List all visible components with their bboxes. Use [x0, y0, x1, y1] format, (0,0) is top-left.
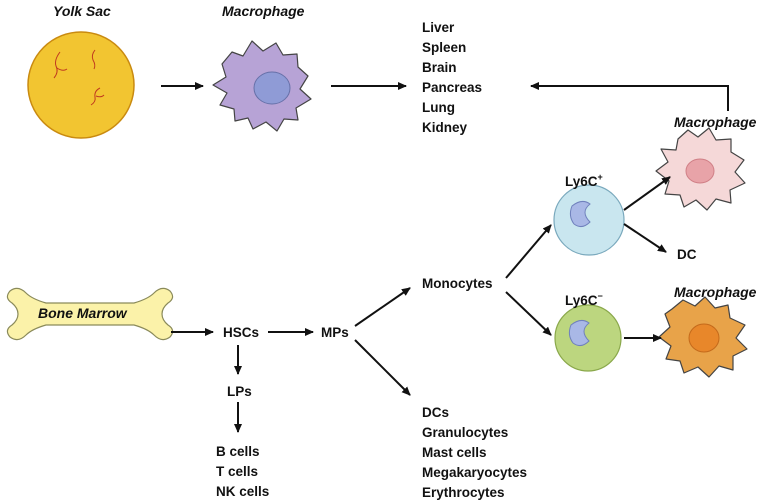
- yolk-sac-label: Yolk Sac: [53, 3, 111, 19]
- organ-item: Kidney: [422, 120, 468, 135]
- arrow-ly6c-pos-to-dc: [623, 223, 667, 253]
- ly6c-negative-monocyte-icon: [554, 304, 622, 372]
- ly6c-positive-sup: +: [597, 172, 603, 182]
- monocytes-label: Monocytes: [422, 276, 493, 291]
- ly6c-negative-base: Ly6C: [565, 293, 598, 308]
- mp-product-item: Erythrocytes: [422, 485, 505, 500]
- arrow-monocytes-to-ly6c-pos: [505, 224, 552, 279]
- ly6c-positive-monocyte-icon: [553, 184, 625, 256]
- lymphocyte-item: B cells: [216, 444, 260, 459]
- arrow-monocytes-to-ly6c-neg: [505, 291, 552, 336]
- macrophage-right-bottom-label: Macrophage: [674, 284, 757, 300]
- ly6c-negative-label: Ly6C−: [565, 292, 603, 308]
- macrophage-purple-icon: [212, 40, 312, 132]
- lps-label: LPs: [227, 384, 252, 399]
- arrow-mps-to-products: [354, 339, 411, 396]
- organ-list: Liver Spleen Brain Pancreas Lung Kidney: [422, 18, 482, 138]
- arrows: [161, 82, 729, 433]
- macrophage-right-top-label: Macrophage: [674, 114, 757, 130]
- mps-label: MPs: [321, 325, 349, 340]
- ly6c-positive-label: Ly6C+: [565, 173, 603, 189]
- mp-product-item: Megakaryocytes: [422, 465, 528, 480]
- bone-marrow-label: Bone Marrow: [38, 305, 127, 321]
- mp-product-item: Granulocytes: [422, 425, 509, 440]
- arrow-macrophage-return: [530, 82, 729, 111]
- arrow-mps-to-monocytes: [354, 287, 411, 327]
- organ-item: Brain: [422, 60, 457, 75]
- organ-item: Liver: [422, 20, 455, 35]
- organ-item: Pancreas: [422, 80, 483, 95]
- hscs-label: HSCs: [223, 325, 260, 340]
- macrophage-top-label: Macrophage: [222, 3, 305, 19]
- ly6c-positive-base: Ly6C: [565, 174, 598, 189]
- lymphocyte-item: T cells: [216, 464, 259, 479]
- arrow-ly6c-pos-to-macrophage: [623, 176, 671, 211]
- macrophage-orange-icon: [658, 296, 748, 378]
- macrophage-pink-icon: [655, 127, 746, 211]
- ly6c-negative-sup: −: [597, 291, 603, 301]
- mp-products-list: DCs Granulocytes Mast cells Megakaryocyt…: [422, 403, 527, 503]
- organ-item: Spleen: [422, 40, 467, 55]
- bone-marrow-icon: [6, 287, 174, 341]
- mp-product-item: Mast cells: [422, 445, 487, 460]
- organ-item: Lung: [422, 100, 455, 115]
- lymphocyte-item: NK cells: [216, 484, 270, 499]
- yolk-sac-icon: [27, 31, 135, 139]
- dc-label: DC: [677, 247, 697, 262]
- mp-product-item: DCs: [422, 405, 450, 420]
- lymphocyte-list: B cells T cells NK cells: [216, 442, 269, 502]
